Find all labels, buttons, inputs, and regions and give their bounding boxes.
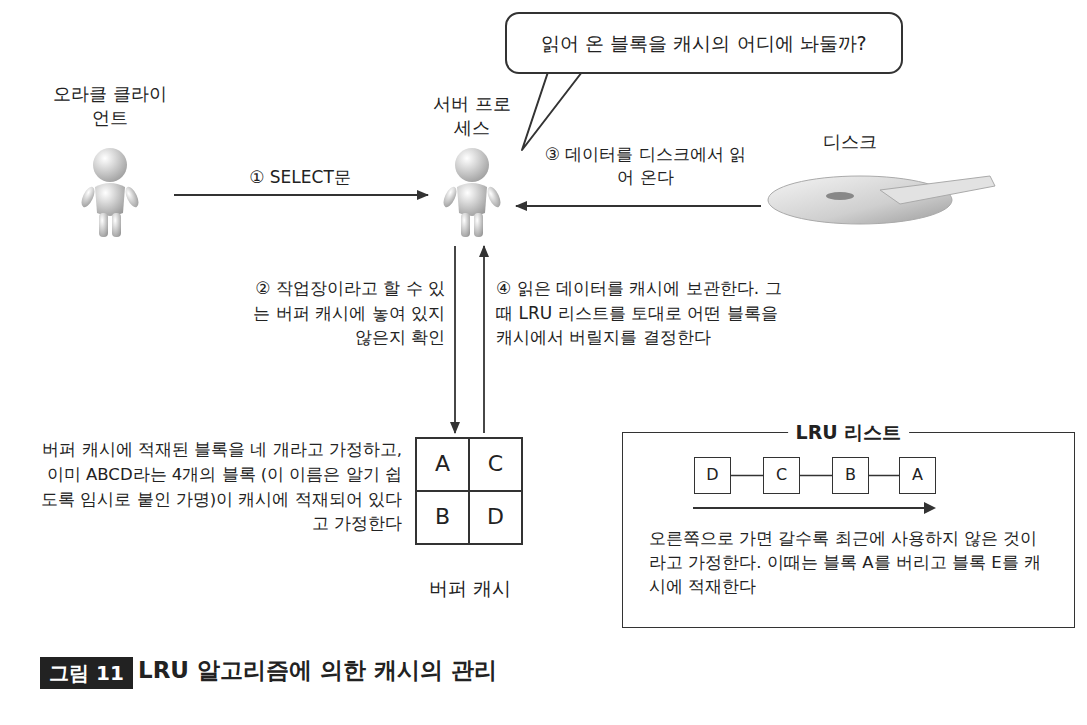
- cache-block: C: [468, 437, 523, 492]
- node-label: A: [900, 458, 935, 493]
- node-label: 서버 프로세스: [432, 92, 512, 141]
- node-label: C: [764, 458, 799, 493]
- node-label: 오라클 클라이언트: [50, 82, 170, 131]
- note-text: 버퍼 캐시에 적재된 블록을 네 개라고 가정하고, 이미 ABCD라는 4개의…: [30, 438, 402, 537]
- connector: [516, 205, 761, 207]
- speech-bubble: 읽어 온 블록을 캐시의 어디에 놔둘까?: [505, 12, 903, 74]
- lru-direction-arrow: [693, 502, 936, 514]
- node-label: LRU 리스트: [788, 419, 910, 446]
- connector: [869, 475, 899, 477]
- cache-block: B: [415, 490, 470, 545]
- node-label: B: [417, 492, 468, 543]
- caption: LRU 알고리즘에 의한 캐시의 관리: [138, 656, 497, 686]
- edge-label: ② 작업장이라고 할 수 있는 버퍼 캐시에 놓여 있지 않은지 확인: [248, 276, 445, 350]
- node-label: 디스크: [810, 129, 890, 154]
- node-label: 버퍼 캐시: [405, 575, 535, 602]
- buffer-cache: 버퍼 캐시 ACBD: [405, 437, 535, 607]
- node-label: D: [470, 492, 521, 543]
- cache-block: D: [468, 490, 523, 545]
- server-figure: [441, 148, 503, 237]
- lru-block: A: [899, 457, 936, 494]
- node-label: C: [470, 439, 521, 490]
- connector: [483, 246, 485, 433]
- lru-block: B: [832, 457, 869, 494]
- client-node: 오라클 클라이언트: [50, 82, 170, 242]
- cache-block: A: [415, 437, 470, 492]
- connector: [731, 475, 763, 477]
- node-label: B: [833, 458, 868, 493]
- edge-label: ③ 데이터를 디스크에서 읽어 온다: [538, 143, 753, 189]
- lru-list-box: LRU 리스트오른쪽으로 가면 갈수록 최근에 사용하지 않은 것이라고 가정한…: [622, 432, 1075, 628]
- lru-block: D: [694, 457, 731, 494]
- edge-label: ① SELECT문: [190, 166, 410, 190]
- figure-number: 그림 11: [40, 657, 133, 689]
- connector: [800, 475, 832, 477]
- node-note: 오른쪽으로 가면 갈수록 최근에 사용하지 않은 것이라고 가정한다. 이때는 …: [649, 527, 1054, 599]
- server-node: 서버 프로세스: [432, 92, 512, 242]
- node-label: A: [417, 439, 468, 490]
- connector: [174, 194, 428, 196]
- edge-label: ④ 읽은 데이터를 캐시에 보관한다. 그때 LRU 리스트를 토대로 어떤 블…: [496, 276, 794, 350]
- disk-figure: [768, 176, 995, 224]
- disk-node: 디스크: [765, 125, 995, 230]
- client-figure: [79, 148, 141, 237]
- node-label: 읽어 온 블록을 캐시의 어디에 놔둘까?: [507, 30, 901, 57]
- bubble-tail: [522, 72, 582, 150]
- connector: [454, 246, 456, 433]
- lru-block: C: [763, 457, 800, 494]
- node-label: D: [695, 458, 730, 493]
